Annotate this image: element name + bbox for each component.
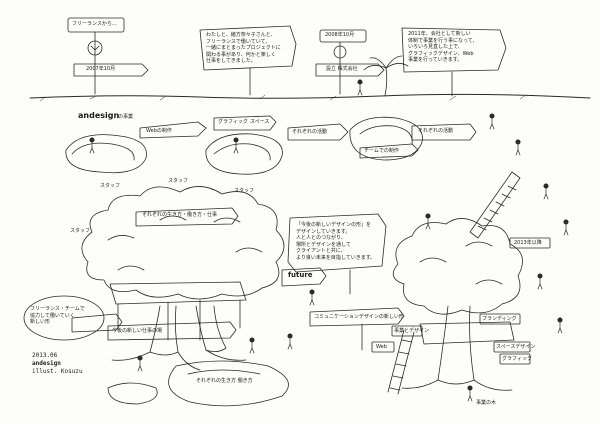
sign-space: スペース (250, 119, 270, 125)
people (89, 79, 569, 402)
future-signboard (281, 213, 405, 351)
ladder-top-right (469, 171, 521, 239)
signpost-company (315, 29, 385, 95)
future-text: 「今後の新しいデザインの形」を デザインしていきます。 人と人とのつながり、 場… (296, 222, 376, 261)
signpost-start (67, 17, 149, 95)
right-sign-3: スペースデザイン (496, 344, 536, 350)
future-label: future (288, 271, 313, 279)
islands (65, 116, 423, 175)
staff-label-1: スタッフ (100, 183, 121, 189)
signpost-story (199, 25, 297, 96)
sign-top-story: わたしと、緒方奈々子さんと、 フリーランスで働いていて、 一緒にまとまったプロジ… (206, 32, 281, 64)
staff-label-2: スタッフ (168, 178, 189, 184)
sign-mid-activity: それぞれの活動 (292, 129, 328, 135)
right-year-sign: 2013年以降 (514, 240, 542, 246)
sign-company-label: 設立 株式会社 (326, 66, 358, 72)
mid-note: コミュニケーションデザインの新しい形 (314, 314, 404, 320)
right-sign-2: ブランディング (482, 316, 517, 322)
right-bottom-label: 事業の木 (476, 400, 497, 406)
flow-arrows (139, 115, 477, 159)
horizon-line (29, 93, 591, 99)
sign-start-date: 2007年10月 (86, 66, 116, 72)
staff-label-3: スタッフ (234, 188, 255, 194)
sign-graphic: グラフィック (218, 119, 248, 125)
credit-brand: andesign (32, 360, 61, 367)
palm-tree (363, 55, 409, 97)
signpost-top-right (401, 27, 507, 97)
right-sign-4: グラフィック (502, 356, 532, 362)
sign-lower-activity: チームでの制作 (364, 148, 399, 154)
tree-left (23, 186, 289, 407)
road-bottom-label: それぞれの生き方 働き方 (196, 378, 253, 384)
right-sign-5: Web (376, 344, 387, 350)
tree-bottom-sign: 今後の新しい仕事の場 (112, 328, 163, 334)
sign-right-activity: それぞれの活動 (418, 128, 454, 134)
tree-top-sign: それぞれの生き方・働き方・仕事 (142, 212, 218, 218)
right-sign-1: 事業とデザイン (394, 328, 430, 334)
staff-label-4: スタッフ (70, 228, 91, 234)
sign-company-founded: 2008年10月 (325, 32, 355, 38)
ande-brand-label: andesign (78, 111, 120, 120)
left-bubble-text: フリーランス・チームで 協力して働いていく 新しい形 (30, 306, 85, 325)
credit-author: illust. Kosuzu (32, 368, 83, 375)
ande-role-label: の事業 (118, 114, 134, 120)
credit-date: 2013.06 (32, 352, 58, 359)
tree-right (371, 218, 551, 395)
sign-web-work: Webの制作 (146, 128, 172, 134)
sign-top-right-story: 2011年、会社として新しい 体制で事業を行う事になって、 いろいろ見直した上で… (408, 31, 478, 63)
sign-start-free: フリーランスから… (72, 21, 117, 27)
